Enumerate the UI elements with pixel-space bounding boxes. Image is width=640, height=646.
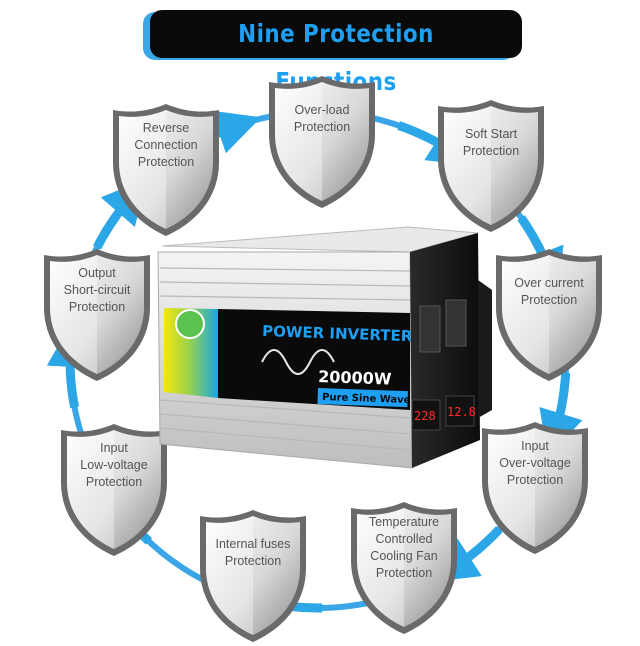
protection-label-line: Protection [520, 293, 578, 307]
inverter-title: POWER INVERTER [262, 322, 413, 345]
protection-label-line: Protection [293, 120, 351, 134]
protection-label-line: Low-voltage [80, 458, 148, 472]
protection-label-line: Protection [462, 144, 520, 158]
protection-label-line: Over current [514, 276, 584, 290]
protection-label-line: Input [100, 441, 128, 455]
voltage-display-right: 12.8 [447, 405, 476, 419]
protection-label-line: Protection [375, 566, 433, 580]
protection-label-line: Over-voltage [499, 456, 571, 470]
protection-label-line: Protection [224, 554, 282, 568]
protection-label-line: Connection [134, 138, 198, 152]
protection-label-line: Short-circuit [63, 283, 131, 297]
protection-label-line: Protection [137, 155, 195, 169]
protection-label-line: Reverse [142, 121, 190, 135]
page-title: Nine Protection Functions [238, 19, 434, 96]
protection-label-line: Input [521, 439, 549, 453]
voltage-display-left: 228 [414, 409, 436, 423]
protection-label-line: Output [78, 266, 116, 280]
title-banner: Nine Protection Functions [150, 10, 522, 96]
inverter-wave: Pure Sine Wave [322, 392, 411, 406]
inverter-power: 20000W [318, 367, 392, 389]
protection-label-line: Internal fuses [215, 537, 291, 551]
protection-label-line: Over-load [294, 103, 350, 117]
protection-label-line: Protection [506, 473, 564, 487]
protection-label-line: Soft Start [464, 127, 518, 141]
protection-label-line: Temperature [368, 515, 440, 529]
protection-label-line: Protection [85, 475, 143, 489]
protection-label-line: Cooling Fan [370, 549, 438, 563]
protection-label-line: Controlled [375, 532, 433, 546]
protection-label-line: Protection [68, 300, 126, 314]
